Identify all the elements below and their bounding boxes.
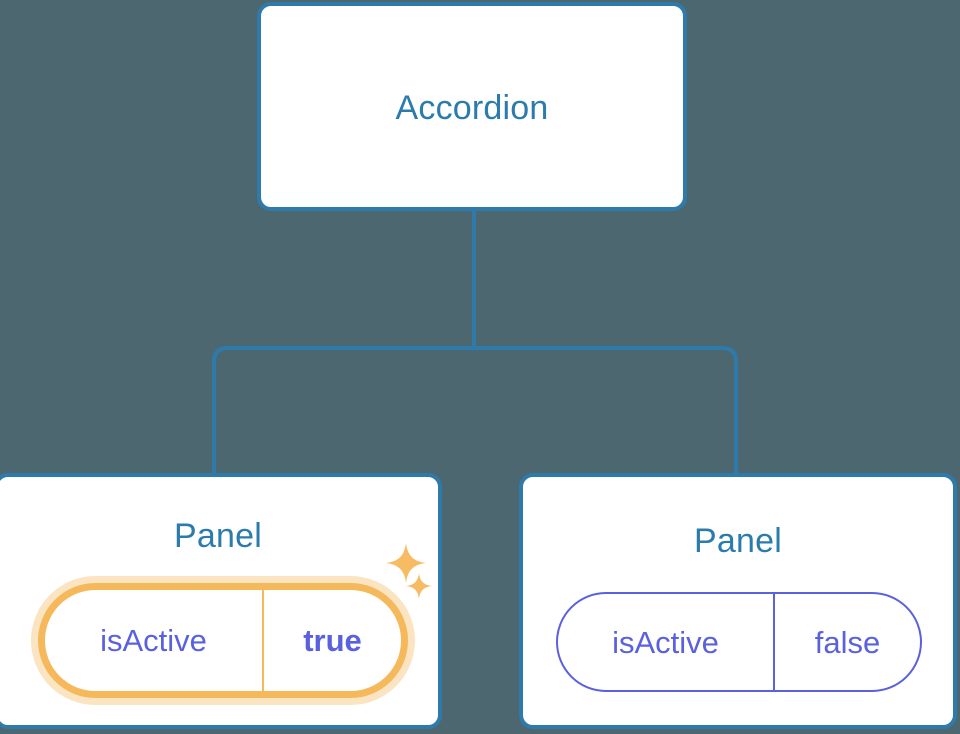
- connector-branch-left: [212, 346, 474, 473]
- prop-value-label: false: [773, 594, 920, 690]
- prop-key-label: isActive: [612, 624, 719, 660]
- accordion-node[interactable]: Accordion: [257, 2, 687, 211]
- prop-key-label: isActive: [100, 623, 207, 658]
- accordion-node-title: Accordion: [395, 89, 549, 127]
- panel-node-right-title: Panel: [694, 522, 782, 560]
- prop-value-label: true: [262, 590, 401, 691]
- prop-pill-isactive-false[interactable]: isActive false: [556, 592, 922, 692]
- prop-pill-isactive-true[interactable]: isActive true: [38, 583, 408, 698]
- panel-node-left-title: Panel: [174, 517, 262, 555]
- connector-branch-right: [474, 346, 738, 473]
